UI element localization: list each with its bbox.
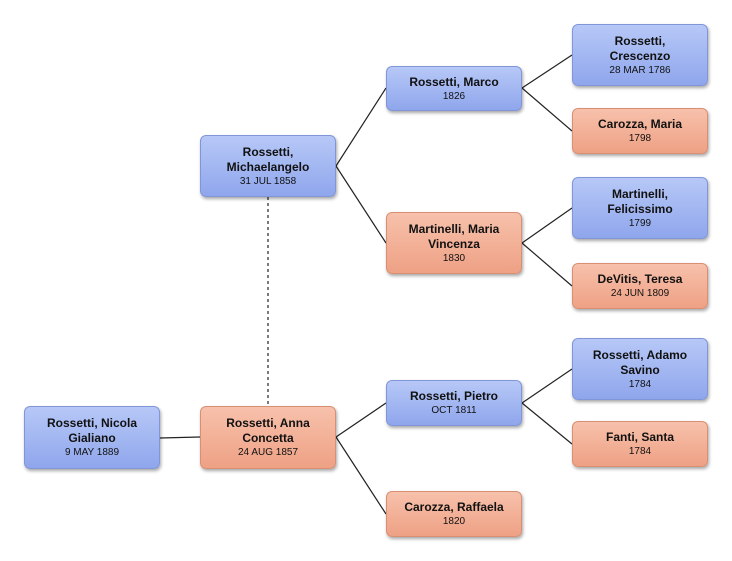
connector-line <box>335 165 387 244</box>
person-marco-rossetti[interactable]: Rossetti, Marco 1826 <box>386 66 522 111</box>
person-name: Martinelli, Felicissimo <box>607 186 673 216</box>
connector-line <box>159 436 201 439</box>
person-name: Rossetti, Pietro <box>409 389 499 403</box>
person-raffaela-carozza[interactable]: Carozza, Raffaela 1820 <box>386 491 522 537</box>
person-date: 1820 <box>442 516 466 527</box>
person-maria-carozza[interactable]: Carozza, Maria 1798 <box>572 108 708 154</box>
connector-line <box>521 87 573 132</box>
person-date: 31 JUL 1858 <box>239 175 297 187</box>
person-name: Rossetti, Michaelangelo <box>226 144 310 174</box>
connector-line <box>335 436 387 515</box>
person-date: 24 AUG 1857 <box>237 447 299 458</box>
person-name: Carozza, Raffaela <box>404 500 504 514</box>
person-name: DeVitis, Teresa <box>597 272 683 286</box>
person-name: Rossetti, Adamo Savino <box>592 347 688 377</box>
connector-line <box>521 207 573 244</box>
connector-line <box>335 87 387 167</box>
person-anna-rossetti[interactable]: Rossetti, Anna Concetta 24 AUG 1857 <box>200 406 336 469</box>
person-name: Fanti, Santa <box>605 430 674 444</box>
person-date: 24 JUN 1809 <box>610 288 670 299</box>
person-date: 1784 <box>628 446 652 457</box>
person-name: Rossetti, Marco <box>409 74 499 89</box>
person-crescenzo-rossetti[interactable]: Rossetti, Crescenzo 28 MAR 1786 <box>572 24 708 86</box>
person-date: 1784 <box>628 378 652 390</box>
person-michaelangelo-rossetti[interactable]: Rossetti, Michaelangelo 31 JUL 1858 <box>200 135 336 197</box>
person-nicola-rossetti[interactable]: Rossetti, Nicola Gialiano 9 MAY 1889 <box>24 406 160 469</box>
person-date: 28 MAR 1786 <box>609 64 671 76</box>
person-date: 1826 <box>442 90 466 102</box>
person-pietro-rossetti[interactable]: Rossetti, Pietro OCT 1811 <box>386 380 522 426</box>
person-felicissimo-martinelli[interactable]: Martinelli, Felicissimo 1799 <box>572 177 708 239</box>
person-name: Rossetti, Anna Concetta <box>226 416 310 445</box>
connector-line <box>335 402 387 438</box>
connector-line <box>521 242 573 287</box>
person-date: OCT 1811 <box>431 405 477 416</box>
person-date: 1830 <box>442 252 466 264</box>
connector-line <box>521 54 573 89</box>
person-name: Rossetti, Nicola Gialiano <box>46 416 138 445</box>
connector-line <box>521 368 573 404</box>
person-date: 9 MAY 1889 <box>64 447 120 458</box>
person-adamo-rossetti[interactable]: Rossetti, Adamo Savino 1784 <box>572 338 708 400</box>
person-santa-fanti[interactable]: Fanti, Santa 1784 <box>572 421 708 467</box>
person-date: 1799 <box>628 217 652 229</box>
person-name: Rossetti, Crescenzo <box>609 33 671 63</box>
person-name: Martinelli, Maria Vincenza <box>408 221 500 251</box>
person-date: 1798 <box>628 133 652 144</box>
person-name: Carozza, Maria <box>597 117 683 131</box>
connector-line <box>521 402 573 445</box>
person-teresa-devitis[interactable]: DeVitis, Teresa 24 JUN 1809 <box>572 263 708 309</box>
person-maria-vincenza-martinelli[interactable]: Martinelli, Maria Vincenza 1830 <box>386 212 522 274</box>
